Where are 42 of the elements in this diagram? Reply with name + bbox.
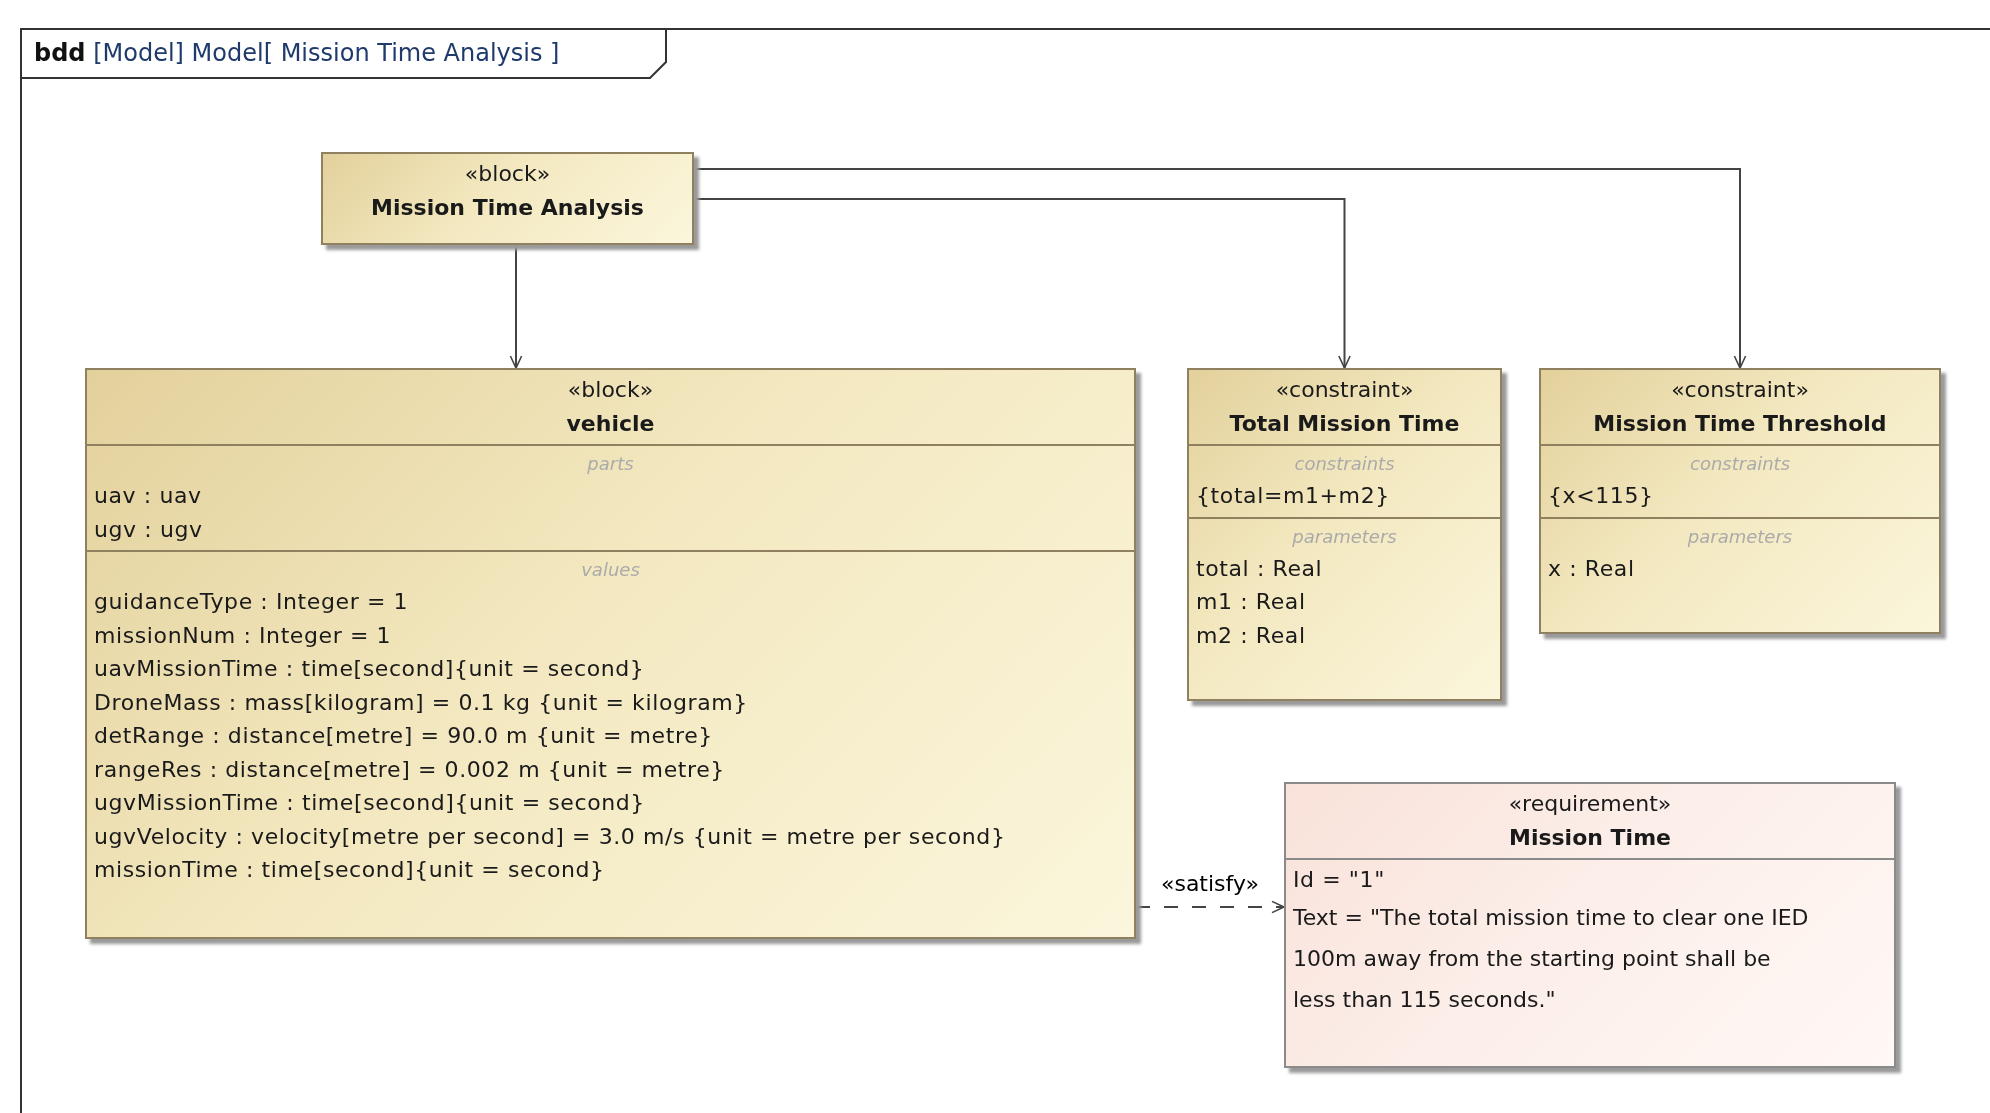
property-text: m2 : Real [1196,621,1307,650]
element-name: vehicle [565,409,656,438]
compartment-title: parameters [1291,524,1398,549]
compartment-title: parts [586,452,635,476]
element-name: Total Mission Time [1228,409,1461,438]
property-text: x : Real [1548,554,1636,583]
compartment-title: parameters [1686,524,1794,549]
property-text: Id = "1" [1293,866,1386,894]
property-text: uav : uav [94,482,203,510]
property-text: missionTime : time[second]{unit = second} [94,856,606,884]
block-box [85,368,1136,939]
property-text: total : Real [1196,554,1324,583]
property-text: Text = "The total mission time to clear one IED 100m away from the starting point shall be less than 115 seconds." [1293,903,1810,1014]
property-text: rangeRes : distance[metre] = 0.002 m {unit = metre} [94,755,726,784]
stereotype-label: «constraint» [1274,376,1415,404]
property-text: uavMissionTime : time[second]{unit = second} [94,655,646,683]
stereotype-label: «constraint» [1670,376,1810,404]
property-text: DroneMass : mass[kilogram] = 0.1 kg {unit = kilogram} [94,688,749,717]
property-text: detRange : distance[metre] = 90.0 m {unit = metre} [94,722,714,750]
block-box [321,152,694,245]
stereotype-label: «requirement» [1507,790,1673,818]
stereotype-label: «block» [463,160,552,188]
constraint-block-box [1539,368,1941,634]
property-text: missionNum : Integer = 1 [94,621,393,650]
element-name: Mission Time Analysis [370,193,645,222]
satisfy-arrow [1135,900,1285,914]
compartment-title: constraints [1293,452,1396,476]
property-text: {x<115} [1548,482,1655,510]
property-text: guidanceType : Integer = 1 [94,588,410,616]
element-name: Mission Time [1508,823,1672,852]
element-name: Mission Time Threshold [1592,409,1888,438]
property-text: ugvVelocity : velocity[metre per second] = 3.0 m/s {unit = metre per second} [94,822,1007,851]
stereotype-label: «block» [566,376,655,404]
constraint-block-box [1187,368,1502,701]
property-text: ugvMissionTime : time[second]{unit = second} [94,789,646,817]
diagram-title: bdd [Model] Model[ Mission Time Analysis ] [34,38,560,68]
property-text: ugv : ugv [94,515,204,544]
property-text: m1 : Real [1196,588,1307,616]
property-text: {total=m1+m2} [1196,482,1391,510]
compartment-title: values [580,558,641,582]
requirement-box [1284,782,1896,1068]
compartment-title: constraints [1689,452,1791,476]
